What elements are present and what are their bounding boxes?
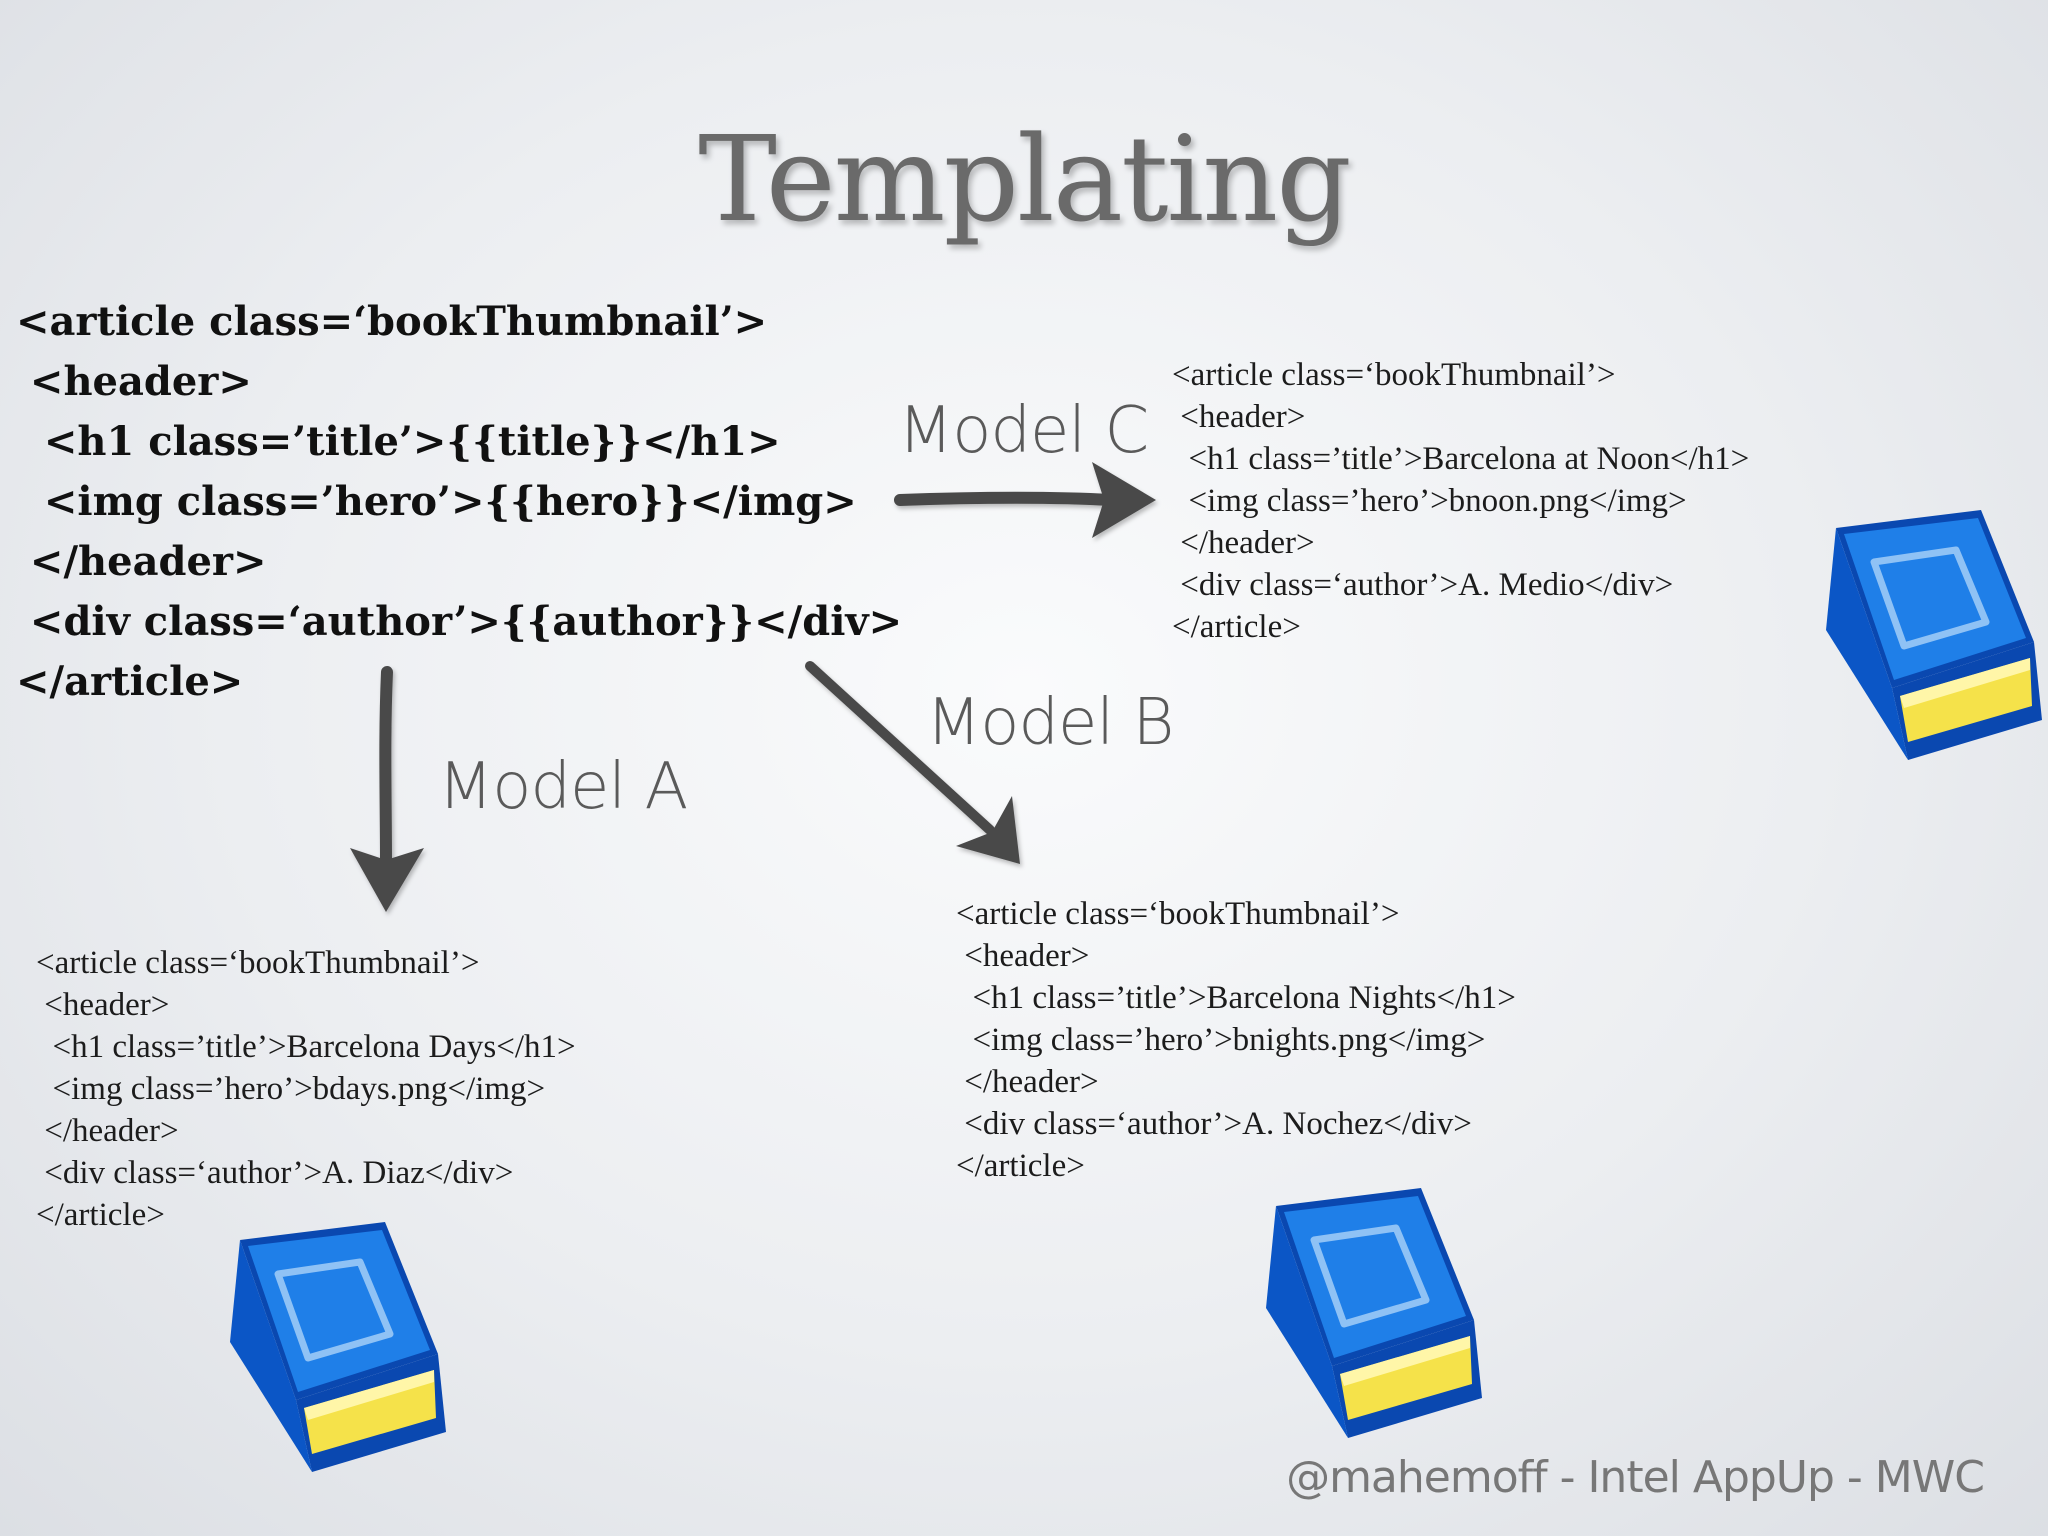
code-line: </article> [1172,609,1301,645]
arrow-icon-model-c [894,462,1156,538]
template-code-block: <article class=‘bookThumbnail’> <header>… [16,292,902,712]
code-line: <h1 class=’title’>Barcelona Days</h1> [36,1029,576,1065]
model-a-output: <article class=‘bookThumbnail’> <header>… [36,942,576,1236]
code-line: <header> [36,987,170,1023]
code-line: </header> [1172,525,1315,561]
code-line: <article class=‘bookThumbnail’> [1172,357,1616,393]
model-b-output: <article class=‘bookThumbnail’> <header>… [956,893,1516,1187]
code-line: <div class=‘author’>A. Medio</div> [1172,567,1674,603]
code-line: </article> [36,1197,165,1233]
code-line: <header> [956,938,1090,974]
code-line: <div class=‘author’>A. Nochez</div> [956,1106,1472,1142]
code-line: <article class=‘bookThumbnail’> [36,945,480,981]
code-line: <h1 class=’title’>Barcelona at Noon</h1> [1172,441,1750,477]
slide-footer: @mahemoff - Intel AppUp - MWC [1286,1452,1985,1503]
code-line: <article class=‘bookThumbnail’> [16,298,768,345]
code-line: <div class=‘author’>A. Diaz</div> [36,1155,514,1191]
code-line: <img class=’hero’>bnights.png</img> [956,1022,1486,1058]
model-a-label: Model A [438,750,688,824]
code-line: </article> [16,658,244,705]
code-line: <img class=’hero’>bdays.png</img> [36,1071,546,1107]
book-icon-model-b [1266,1188,1482,1438]
code-line: </article> [956,1148,1085,1184]
code-line: </header> [36,1113,179,1149]
code-line: </header> [16,538,267,585]
code-line: <img class=’hero’>bnoon.png</img> [1172,483,1687,519]
model-b-label: Model B [926,686,1174,760]
code-line: <h1 class=’title’>{{title}}</h1> [16,418,781,465]
model-c-label: Model C [898,394,1149,468]
book-icon-model-c [1826,510,2042,760]
slide-title: Templating [698,110,1352,248]
code-line: <header> [16,358,252,405]
code-line: <h1 class=’title’>Barcelona Nights</h1> [956,980,1516,1016]
code-line: <header> [1172,399,1306,435]
code-line: <div class=‘author’>{{author}}</div> [16,598,903,645]
code-line: <img class=’hero’>{{hero}}</img> [16,478,857,525]
code-line: </header> [956,1064,1099,1100]
code-line: <article class=‘bookThumbnail’> [956,896,1400,932]
model-c-output: <article class=‘bookThumbnail’> <header>… [1172,354,1749,648]
book-icon-model-a [230,1222,446,1472]
